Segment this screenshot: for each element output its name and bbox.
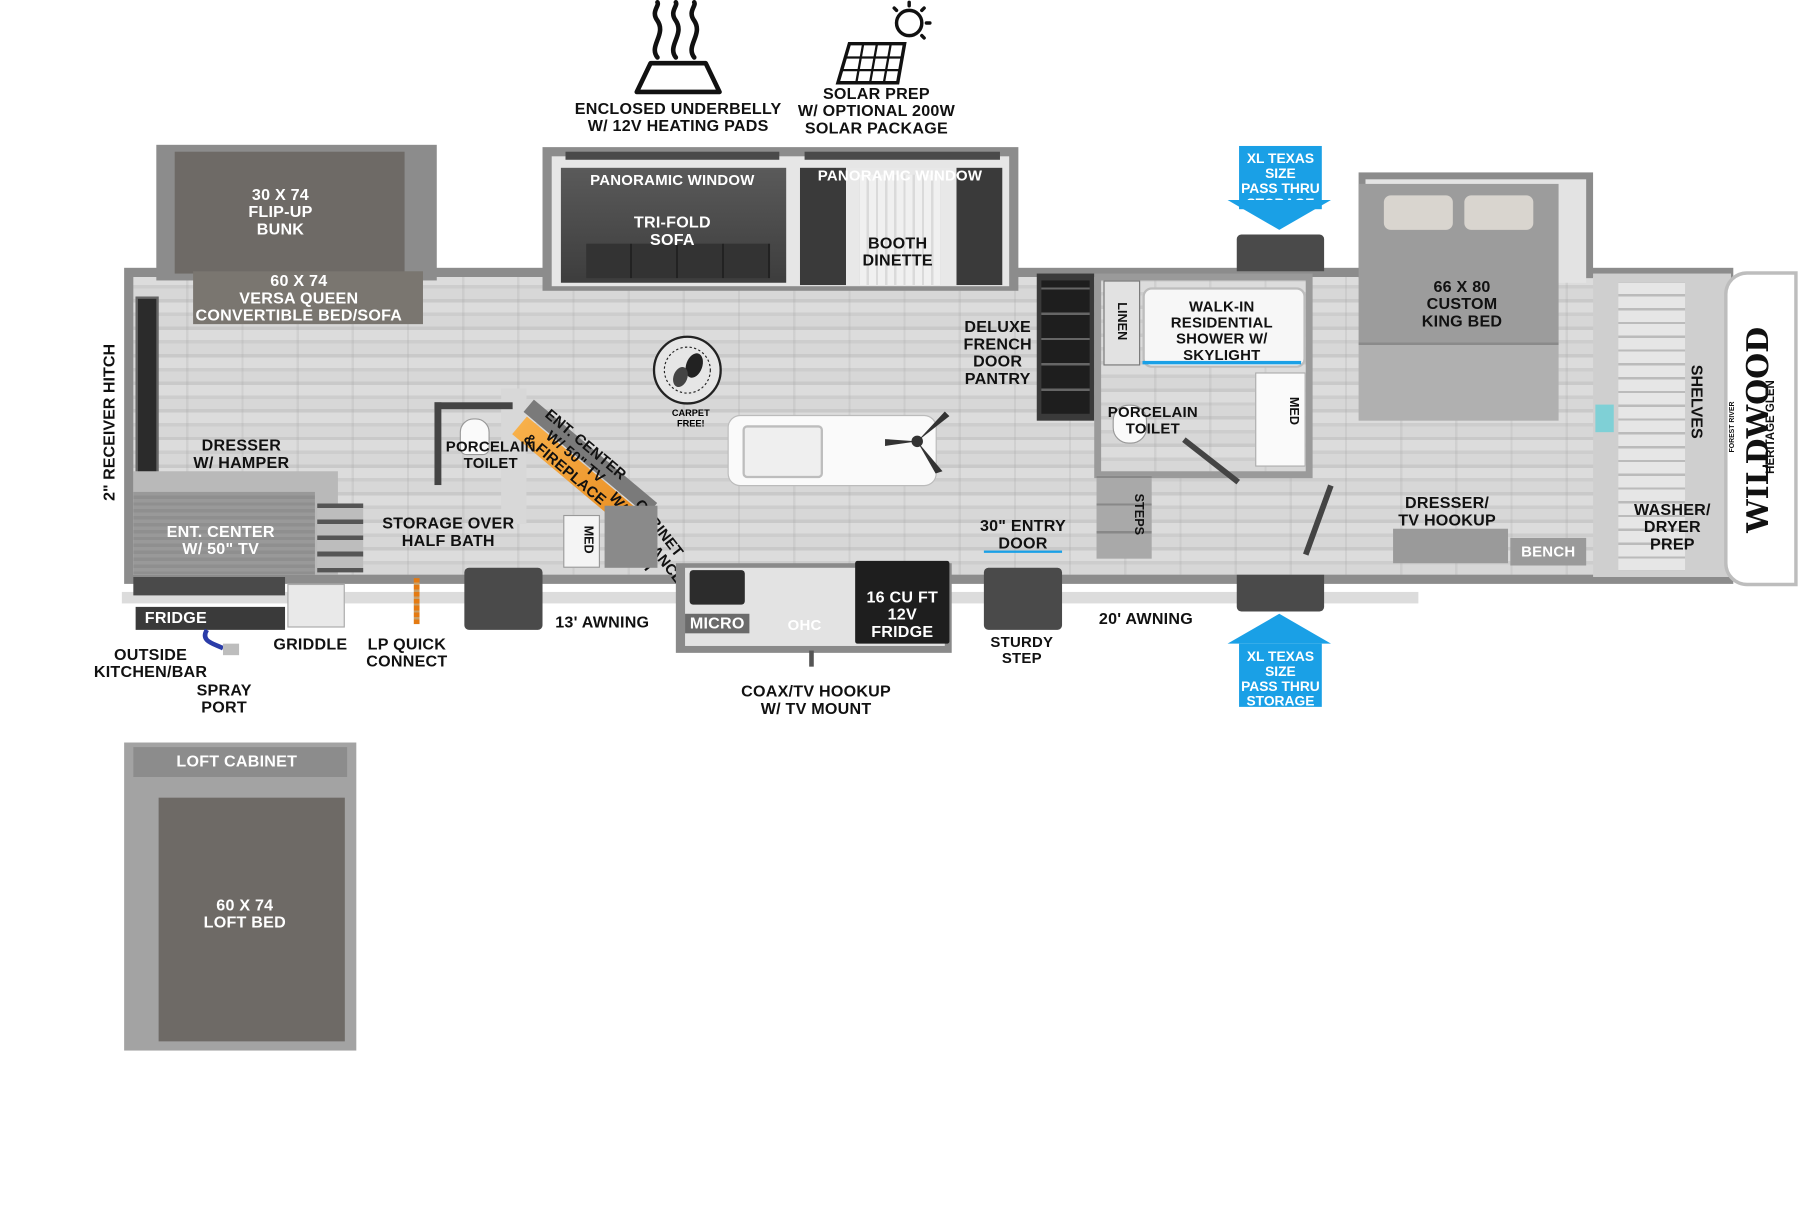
awning-13-label: 13' AWNING: [555, 612, 650, 632]
walk-in-shower: [1142, 287, 1306, 368]
sink: [742, 425, 823, 479]
half-bath-toilet: [459, 418, 490, 456]
versa-bed: [193, 271, 423, 325]
lp-connect-label: LP QUICK CONNECT: [366, 634, 448, 671]
linen-cabinet: [1103, 280, 1141, 366]
entry-door-label: 30" ENTRY DOOR: [979, 516, 1066, 552]
bath-vanity: [1255, 372, 1306, 467]
shelves-label: SHELVES: [1687, 364, 1707, 439]
entry-door-marker: [983, 550, 1063, 553]
bench-label: BENCH: [1521, 542, 1576, 560]
ent-center-fireplace: [501, 388, 527, 525]
pass-thru-top: [1236, 234, 1325, 272]
hutch-block: [604, 505, 658, 568]
panoramic-window-right: [804, 151, 1000, 160]
pass-thru-bottom: [1236, 574, 1325, 612]
flip-up-bunk: [174, 151, 405, 274]
xl-storage-top-badge: XL TEXAS SIZE PASS THRU STORAGE: [1239, 145, 1322, 211]
half-bath-med-label: MED: [581, 525, 595, 554]
coax-label: COAX/TV HOOKUP W/ TV MOUNT: [741, 681, 892, 718]
pantry-shelves: [1041, 280, 1090, 414]
solar-label: SOLAR PREP W/ OPTIONAL 200W SOLAR PACKAG…: [797, 83, 955, 137]
loft-bed: [158, 797, 345, 1042]
stair-block: [317, 503, 364, 573]
fridge-16-label: 16 CU FT 12V FRIDGE: [866, 587, 939, 641]
dinette-table: [859, 174, 941, 286]
washer-dryer-label: WASHER/ DRYER PREP: [1634, 499, 1711, 553]
linen-label: LINEN: [1114, 302, 1129, 341]
brand-sub-logo: HERITAGE GLEN: [1764, 380, 1778, 474]
front-cap: [1724, 271, 1798, 587]
sturdy-step-label: STURDY STEP: [990, 633, 1054, 667]
solar-panel-icon: [835, 0, 932, 85]
sturdy-step: [983, 567, 1063, 630]
dinette-label: BOOTH DINETTE: [862, 233, 933, 269]
ent-center-tv: [133, 491, 315, 575]
coax-stub: [809, 650, 814, 667]
closet-accent: [1595, 404, 1614, 433]
bunk-label: 30 X 74 FLIP-UP BUNK: [248, 185, 313, 238]
shower-glass: [1142, 360, 1302, 365]
panoramic-right-label: PANORAMIC WINDOW: [817, 166, 983, 184]
main-toilet-label: PORCELAIN TOILET: [1107, 403, 1198, 437]
loft-bed-label: 60 X 74 LOFT BED: [203, 895, 286, 932]
rear-window: [135, 296, 159, 490]
med-main-label: MED: [1286, 396, 1301, 425]
lp-line: [413, 578, 420, 625]
closet-shelving: [1618, 282, 1686, 571]
outdoor-fridge: [135, 606, 286, 630]
xl-storage-bottom-arrow: [1227, 613, 1332, 644]
ceiling-fan-icon: [885, 411, 950, 474]
dresser-tv-label: DRESSER/ TV HOOKUP: [1398, 493, 1496, 529]
storage-half-bath-label: STORAGE OVER HALF BATH: [382, 513, 515, 550]
outdoor-fridge-label: FRIDGE: [144, 608, 207, 627]
spray-hose-icon: [202, 628, 240, 656]
pillow-left: [1383, 195, 1453, 230]
panoramic-window-left: [565, 151, 780, 160]
carpet-free-icon: [652, 335, 722, 405]
heat-waves-icon: [634, 0, 722, 95]
shower-label: WALK-IN RESIDENTIAL SHOWER W/ SKYLIGHT: [1170, 297, 1273, 364]
half-bath-wall: [434, 402, 513, 410]
spray-port-label: SPRAY PORT: [196, 680, 252, 717]
micro-label: MICRO: [685, 613, 750, 634]
main-toilet: [1112, 404, 1148, 444]
versa-label: 60 X 74 VERSA QUEEN CONVERTIBLE BED/SOFA: [195, 271, 403, 325]
ohc-label: OHC: [787, 616, 822, 634]
trifold-label: TRI-FOLD SOFA: [633, 212, 711, 249]
sofa-cushions: [586, 243, 771, 279]
storage-door-13: [464, 567, 543, 630]
half-bath-toilet-label: PORCELAIN TOILET: [445, 437, 536, 472]
fridge-16: [855, 560, 950, 644]
pantry-label: DELUXE FRENCH DOOR PANTRY: [963, 317, 1032, 388]
xl-storage-top-arrow: [1227, 199, 1332, 230]
king-bed-label: 66 X 80 CUSTOM KING BED: [1421, 277, 1503, 330]
outside-kitchen-label: OUTSIDE KITCHEN/BAR: [93, 644, 208, 681]
receiver-hitch-label: 2" RECEIVER HITCH: [99, 343, 118, 501]
loft-cabinet: [133, 747, 348, 777]
bedroom-dresser: [1393, 528, 1509, 564]
outdoor-kitchen-block: [133, 576, 286, 596]
steps-label: STEPS: [1131, 493, 1146, 536]
pillow-right: [1464, 195, 1534, 230]
bench: [1510, 537, 1587, 566]
half-bath-wall-left: [434, 402, 442, 486]
cooktop: [689, 570, 745, 605]
half-bath-sink: [563, 514, 600, 568]
steps: [1096, 475, 1152, 559]
xl-storage-bottom-badge: XL TEXAS SIZE PASS THRU STORAGE: [1239, 643, 1322, 709]
brand-top-logo: FOREST RIVER: [1729, 401, 1737, 453]
griddle: [287, 583, 345, 628]
ent-center-tv-label: ENT. CENTER W/ 50" TV: [166, 521, 275, 558]
carpet-free-label: CARPET FREE!: [671, 408, 710, 429]
awning-20-label: 20' AWNING: [1098, 609, 1193, 628]
underbelly-label: ENCLOSED UNDERBELLY W/ 12V HEATING PADS: [574, 98, 782, 135]
panoramic-left-label: PANORAMIC WINDOW: [590, 171, 755, 189]
dresser-hamper-label: DRESSER W/ HAMPER: [193, 435, 290, 472]
griddle-label: GRIDDLE: [273, 634, 348, 653]
loft-cabinet-label: LOFT CABINET: [176, 751, 298, 771]
